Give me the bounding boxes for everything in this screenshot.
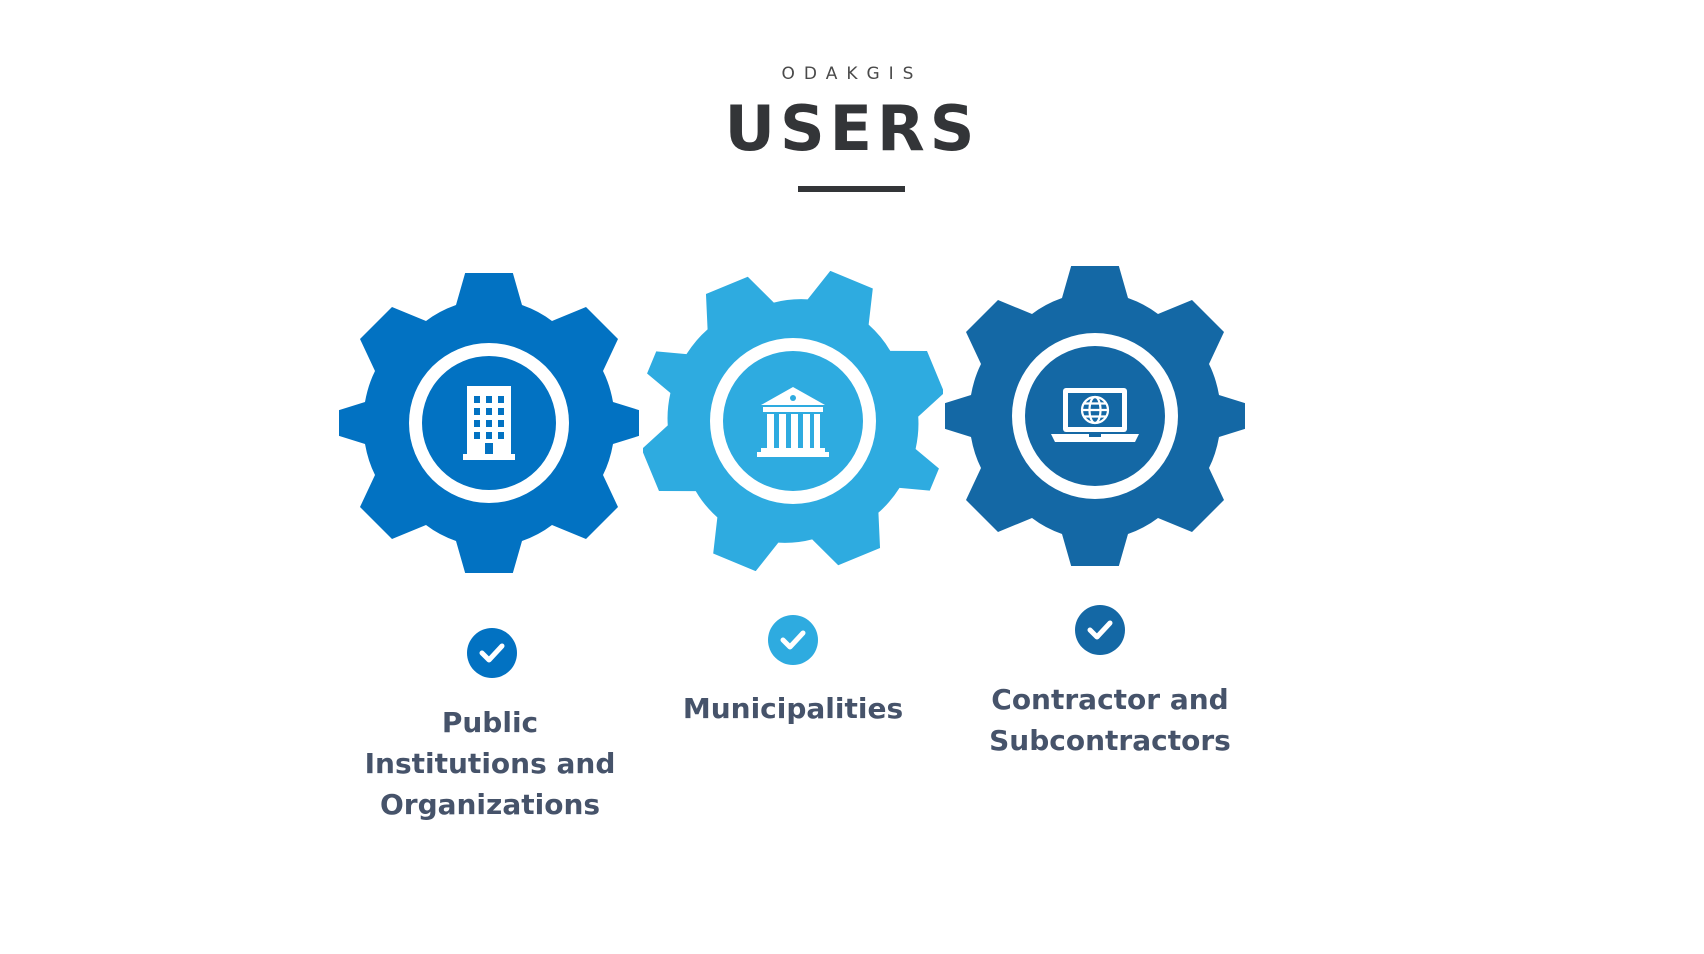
checkmark-icon [467, 628, 517, 678]
label-line: Subcontractors [989, 724, 1231, 757]
laptop-globe-icon [1051, 388, 1139, 442]
label-line: Public [441, 706, 539, 739]
title-underline [798, 186, 905, 192]
government-building-icon [757, 387, 829, 457]
gear-contractors [945, 266, 1245, 566]
office-building-icon [463, 386, 515, 460]
gear-municipalities [643, 271, 943, 571]
page-title: USERS [724, 92, 980, 165]
checkmark-icon [1075, 605, 1125, 655]
checkmark-icon [768, 615, 818, 665]
user-label-municipalities: Municipalities [643, 688, 943, 729]
label-line: Municipalities [682, 692, 904, 725]
gear-public-institutions [339, 273, 639, 573]
user-label-contractors: Contractor and Subcontractors [960, 679, 1260, 761]
label-line: Contractor and [991, 683, 1229, 716]
user-label-public-institutions: Public Institutions and Organizations [340, 702, 640, 825]
label-line: Organizations [379, 788, 601, 821]
label-line: Institutions and [364, 747, 616, 780]
brand-name: ODAKGIS [781, 64, 923, 84]
